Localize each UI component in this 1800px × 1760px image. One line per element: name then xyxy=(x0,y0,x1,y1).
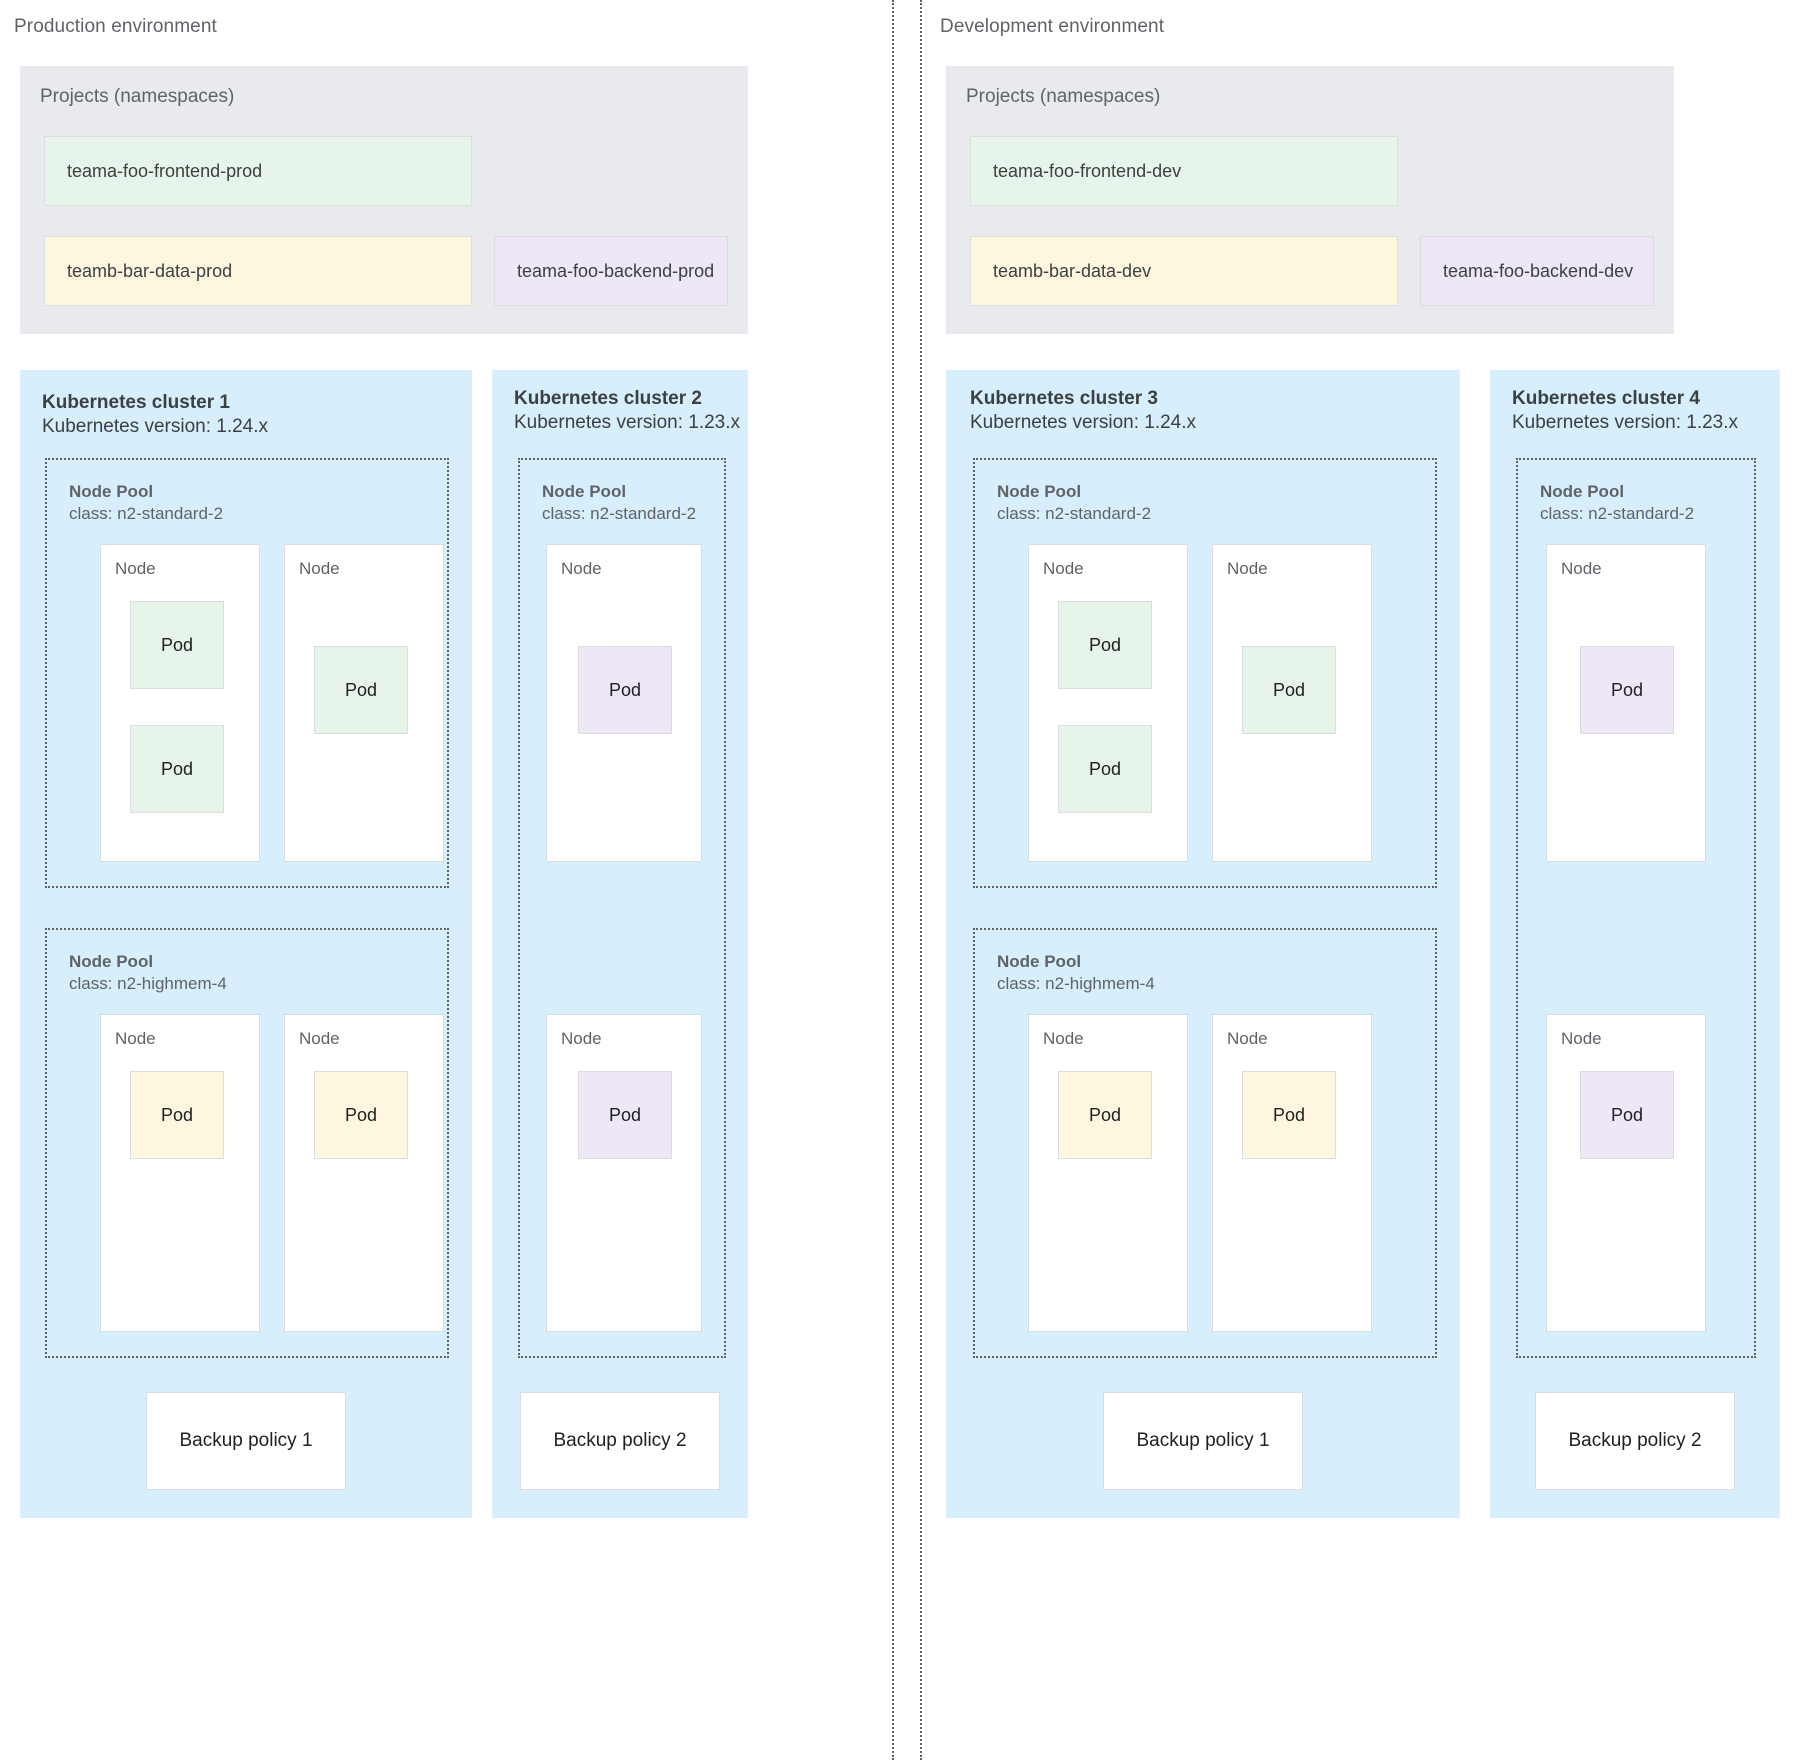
environment-title-development: Development environment xyxy=(940,16,1165,37)
pod-box[interactable]: Pod xyxy=(314,646,408,734)
node-box[interactable]: Node Pod xyxy=(284,1014,444,1332)
namespace-box[interactable]: teama-foo-backend-dev xyxy=(1420,236,1654,306)
pod-box[interactable]: Pod xyxy=(1580,646,1674,734)
pod-box[interactable]: Pod xyxy=(130,601,224,689)
node-pool-name: Node Pool xyxy=(997,952,1082,971)
pod-box[interactable]: Pod xyxy=(130,725,224,813)
projects-panel-production: Projects (namespaces) teama-foo-frontend… xyxy=(20,66,748,334)
cluster-panel-2: Kubernetes cluster 2 Kubernetes version:… xyxy=(492,370,748,1518)
backup-policy-box[interactable]: Backup policy 1 xyxy=(1103,1392,1303,1490)
node-box[interactable]: Node Pod xyxy=(1546,1014,1706,1332)
node-pool-name: Node Pool xyxy=(997,482,1082,501)
node-pool: Node Pool class: n2-standard-2 Node Pod … xyxy=(973,458,1437,888)
node-box[interactable]: Node Pod Pod xyxy=(100,544,260,862)
node-box[interactable]: Node Pod xyxy=(100,1014,260,1332)
projects-label: Projects (namespaces) xyxy=(966,86,1161,107)
node-pool-class: class: n2-standard-2 xyxy=(542,504,697,523)
node-pool: Node Pool class: n2-standard-2 Node Pod … xyxy=(518,458,726,1358)
backup-policy-box[interactable]: Backup policy 1 xyxy=(146,1392,346,1490)
cluster-title: Kubernetes cluster 2 xyxy=(514,388,702,409)
cluster-version: Kubernetes version: 1.24.x xyxy=(970,412,1197,433)
node-box[interactable]: Node Pod Pod xyxy=(1028,544,1188,862)
node-box[interactable]: Node Pod xyxy=(1028,1014,1188,1332)
node-pool: Node Pool class: n2-highmem-4 Node Pod N… xyxy=(973,928,1437,1358)
node-pool-name: Node Pool xyxy=(69,952,154,971)
node-pool: Node Pool class: n2-highmem-4 Node Pod N… xyxy=(45,928,449,1358)
environment-divider-right xyxy=(920,0,922,1760)
node-pool-class: class: n2-standard-2 xyxy=(69,504,224,523)
namespace-box[interactable]: teamb-bar-data-prod xyxy=(44,236,472,306)
pod-box[interactable]: Pod xyxy=(1580,1071,1674,1159)
cluster-panel-3: Kubernetes cluster 3 Kubernetes version:… xyxy=(946,370,1460,1518)
node-pool: Node Pool class: n2-standard-2 Node Pod … xyxy=(1516,458,1756,1358)
backup-policy-box[interactable]: Backup policy 2 xyxy=(520,1392,720,1490)
cluster-panel-4: Kubernetes cluster 4 Kubernetes version:… xyxy=(1490,370,1780,1518)
node-label: Node xyxy=(1043,559,1084,578)
node-pool-class: class: n2-standard-2 xyxy=(1540,504,1695,523)
node-box[interactable]: Node Pod xyxy=(1212,544,1372,862)
pod-box[interactable]: Pod xyxy=(1242,1071,1336,1159)
projects-panel-development: Projects (namespaces) teama-foo-frontend… xyxy=(946,66,1674,334)
node-label: Node xyxy=(1227,1029,1268,1048)
node-label: Node xyxy=(1561,559,1602,578)
node-pool-name: Node Pool xyxy=(542,482,627,501)
cluster-title: Kubernetes cluster 3 xyxy=(970,388,1158,409)
pod-box[interactable]: Pod xyxy=(130,1071,224,1159)
node-label: Node xyxy=(561,559,602,578)
namespace-box[interactable]: teama-foo-backend-prod xyxy=(494,236,728,306)
pod-box[interactable]: Pod xyxy=(578,646,672,734)
node-label: Node xyxy=(115,1029,156,1048)
environment-title-production: Production environment xyxy=(14,16,217,37)
cluster-title: Kubernetes cluster 4 xyxy=(1512,388,1700,409)
cluster-version: Kubernetes version: 1.24.x xyxy=(42,416,269,437)
pod-box[interactable]: Pod xyxy=(1058,601,1152,689)
node-label: Node xyxy=(299,1029,340,1048)
pod-box[interactable]: Pod xyxy=(1242,646,1336,734)
node-pool-class: class: n2-highmem-4 xyxy=(997,974,1155,993)
node-label: Node xyxy=(561,1029,602,1048)
pod-box[interactable]: Pod xyxy=(1058,1071,1152,1159)
node-label: Node xyxy=(1561,1029,1602,1048)
node-box[interactable]: Node Pod xyxy=(546,544,702,862)
namespace-box[interactable]: teamb-bar-data-dev xyxy=(970,236,1398,306)
cluster-panel-1: Kubernetes cluster 1 Kubernetes version:… xyxy=(20,370,472,1518)
pod-box[interactable]: Pod xyxy=(314,1071,408,1159)
cluster-version: Kubernetes version: 1.23.x xyxy=(1512,412,1739,433)
node-pool: Node Pool class: n2-standard-2 Node Pod … xyxy=(45,458,449,888)
namespace-box[interactable]: teama-foo-frontend-dev xyxy=(970,136,1398,206)
node-pool-name: Node Pool xyxy=(69,482,154,501)
cluster-title: Kubernetes cluster 1 xyxy=(42,392,230,413)
node-pool-name: Node Pool xyxy=(1540,482,1625,501)
node-box[interactable]: Node Pod xyxy=(1546,544,1706,862)
backup-policy-box[interactable]: Backup policy 2 xyxy=(1535,1392,1735,1490)
node-pool-class: class: n2-highmem-4 xyxy=(69,974,227,993)
environment-divider-left xyxy=(892,0,894,1760)
node-pool-class: class: n2-standard-2 xyxy=(997,504,1152,523)
node-label: Node xyxy=(299,559,340,578)
node-box[interactable]: Node Pod xyxy=(284,544,444,862)
namespace-box[interactable]: teama-foo-frontend-prod xyxy=(44,136,472,206)
node-label: Node xyxy=(1227,559,1268,578)
node-box[interactable]: Node Pod xyxy=(546,1014,702,1332)
cluster-version: Kubernetes version: 1.23.x xyxy=(514,412,741,433)
node-box[interactable]: Node Pod xyxy=(1212,1014,1372,1332)
node-label: Node xyxy=(1043,1029,1084,1048)
node-label: Node xyxy=(115,559,156,578)
projects-label: Projects (namespaces) xyxy=(40,86,235,107)
pod-box[interactable]: Pod xyxy=(578,1071,672,1159)
pod-box[interactable]: Pod xyxy=(1058,725,1152,813)
